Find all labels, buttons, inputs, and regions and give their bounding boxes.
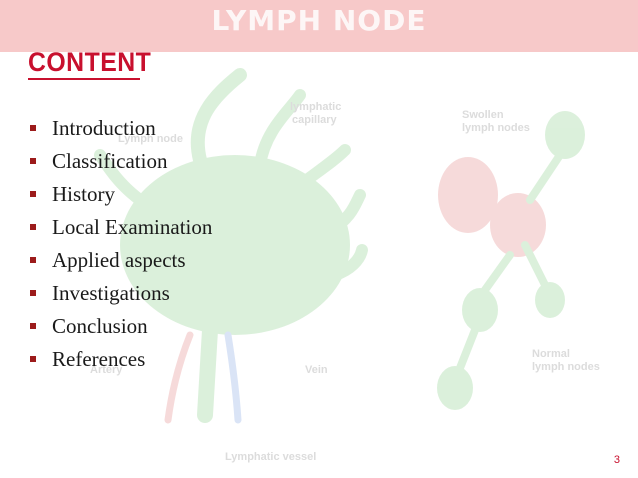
lymph-node-label: Lymph node bbox=[118, 133, 183, 145]
normal-node-shape bbox=[545, 111, 585, 159]
list-item-label: Investigations bbox=[52, 281, 170, 305]
content-list: Introduction Classification History Loca… bbox=[28, 112, 212, 376]
swollen-node-shape bbox=[490, 193, 546, 257]
list-item-investigations: Investigations bbox=[28, 277, 212, 310]
normal-node-shape bbox=[535, 282, 565, 318]
bullet-square-icon bbox=[30, 158, 36, 164]
efferent-vessel-shape bbox=[197, 322, 218, 423]
bullet-square-icon bbox=[30, 125, 36, 131]
bullet-square-icon bbox=[30, 290, 36, 296]
artery-label: Artery bbox=[90, 364, 123, 376]
list-item-introduction: Introduction bbox=[28, 112, 212, 145]
vein-shape bbox=[224, 331, 242, 424]
connecting-vessel-shape bbox=[456, 151, 564, 372]
normal-lymph-nodes-label: Normal bbox=[532, 348, 570, 360]
swollen-node-shape bbox=[438, 157, 498, 233]
banner-title: LYMPH NODE bbox=[211, 4, 427, 37]
page-number: 3 bbox=[613, 454, 620, 466]
bullet-square-icon bbox=[30, 257, 36, 263]
lymph-node-shape bbox=[120, 155, 350, 335]
heading-underline bbox=[28, 78, 140, 80]
lymphatic-capillary-label: capillary bbox=[292, 114, 338, 126]
list-item-conclusion: Conclusion bbox=[28, 310, 212, 343]
title-banner: LYMPH NODE bbox=[0, 0, 638, 52]
lymphatic-vessel-shape bbox=[94, 149, 146, 206]
normal-node-shape bbox=[437, 366, 473, 410]
list-item-label: Introduction bbox=[52, 116, 156, 140]
lymphatic-vessel-shape bbox=[254, 89, 306, 171]
list-item-history: History bbox=[28, 178, 212, 211]
normal-node-shape bbox=[462, 288, 498, 332]
swollen-lymph-nodes-label: lymph nodes bbox=[462, 122, 530, 134]
section-heading: CONTENT bbox=[28, 47, 152, 77]
list-item-label: Classification bbox=[52, 149, 168, 173]
lymphatic-capillary-label: lymphatic bbox=[290, 101, 341, 113]
list-item-label: Local Examination bbox=[52, 215, 213, 239]
list-item-label: Conclusion bbox=[52, 314, 148, 338]
bullet-square-icon bbox=[30, 224, 36, 230]
list-item-classification: Classification bbox=[28, 145, 212, 178]
list-item-references: References bbox=[28, 343, 212, 376]
lymphatic-vessel-label: Lymphatic vessel bbox=[225, 451, 316, 463]
artery-shape bbox=[164, 331, 194, 424]
list-item-local-examination: Local Examination bbox=[28, 211, 212, 244]
lymphatic-vessel-shape bbox=[294, 144, 351, 191]
vein-label: Vein bbox=[305, 364, 328, 376]
lymphatic-vessel-shape bbox=[324, 189, 366, 236]
list-item-label: Applied aspects bbox=[52, 248, 186, 272]
bullet-square-icon bbox=[30, 356, 36, 362]
list-item-applied-aspects: Applied aspects bbox=[28, 244, 212, 277]
swollen-lymph-nodes-label: Swollen bbox=[462, 109, 504, 121]
list-item-label: References bbox=[52, 347, 146, 371]
lymphatic-vessel-shape bbox=[329, 244, 368, 281]
list-item-label: History bbox=[52, 182, 115, 206]
lymphatic-vessel-shape bbox=[190, 68, 247, 167]
bullet-square-icon bbox=[30, 323, 36, 329]
normal-lymph-nodes-label: lymph nodes bbox=[532, 361, 600, 373]
bullet-square-icon bbox=[30, 191, 36, 197]
